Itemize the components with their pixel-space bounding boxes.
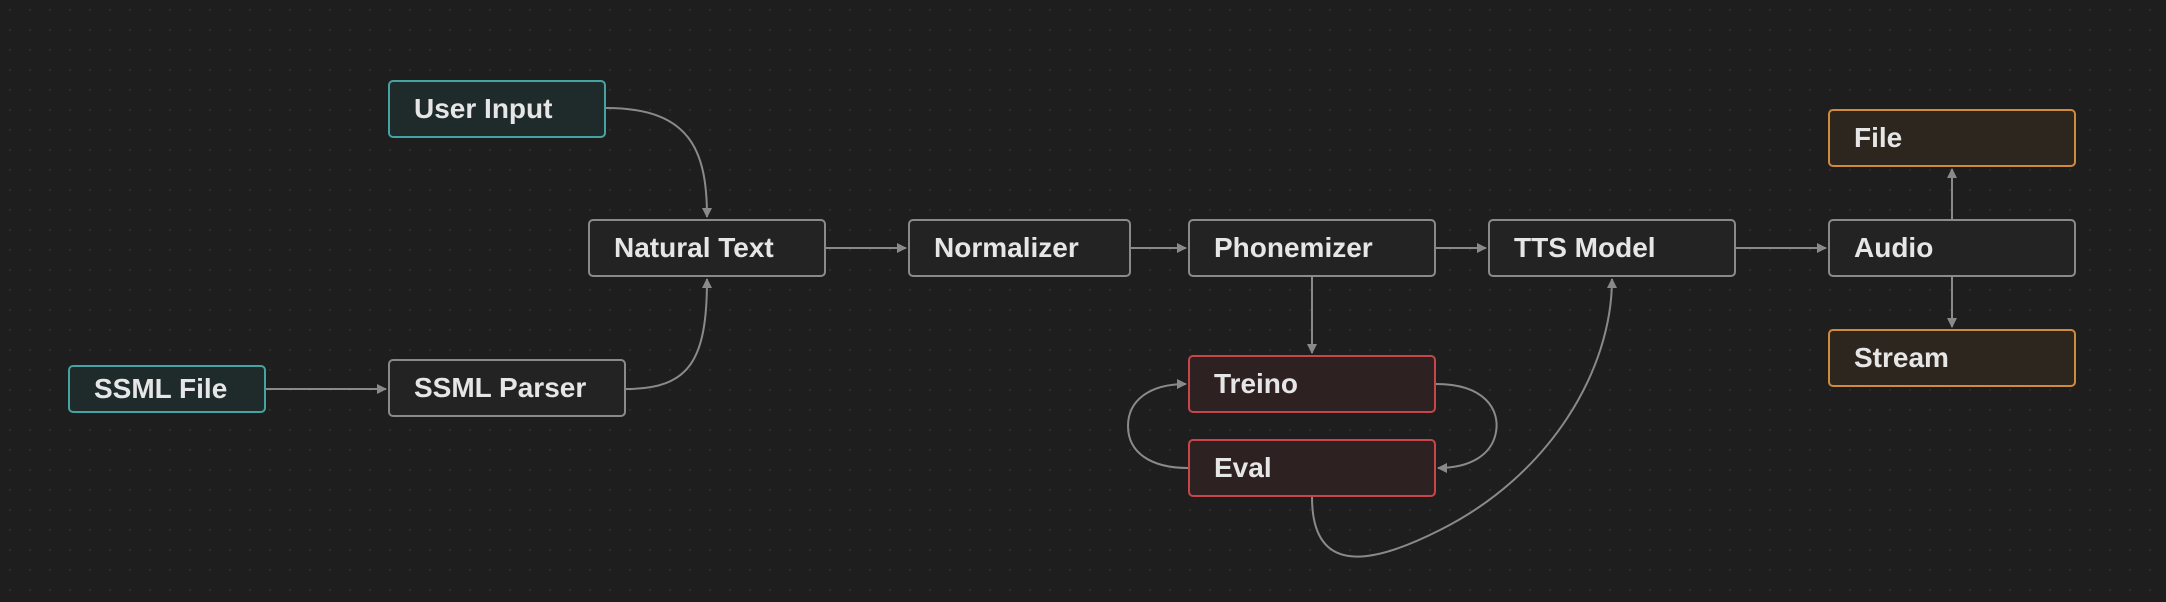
node-label: Stream [1854, 342, 1949, 373]
node-audio[interactable]: Audio [1828, 219, 2076, 277]
node-file[interactable]: File [1828, 109, 2076, 167]
node-phonemizer[interactable]: Phonemizer [1188, 219, 1436, 277]
node-ssml-parser[interactable]: SSML Parser [388, 359, 626, 417]
edge-eval-to-tts-model [1311, 278, 1617, 558]
node-label: File [1854, 122, 1903, 153]
edge-eval-to-treino [1126, 379, 1189, 469]
node-treino[interactable]: Treino [1188, 355, 1436, 413]
edge-ssml-parser-to-natural-text [625, 278, 712, 390]
node-label: Eval [1214, 452, 1272, 483]
node-label: SSML Parser [414, 372, 587, 403]
node-stream[interactable]: Stream [1828, 329, 2076, 387]
edge-user-input-to-natural-text [605, 107, 712, 218]
node-user-input[interactable]: User Input [388, 80, 606, 138]
node-label: Phonemizer [1214, 232, 1373, 263]
node-label: Normalizer [934, 232, 1079, 263]
node-label: Treino [1214, 368, 1299, 399]
node-label: User Input [414, 93, 553, 124]
node-label: Natural Text [614, 232, 774, 263]
node-normalizer[interactable]: Normalizer [908, 219, 1131, 277]
node-eval[interactable]: Eval [1188, 439, 1436, 497]
node-label: SSML File [94, 373, 228, 404]
node-label: Audio [1854, 232, 1934, 263]
edge-treino-to-eval [1435, 383, 1498, 473]
node-ssml-file[interactable]: SSML File [68, 365, 266, 413]
node-tts-model[interactable]: TTS Model [1488, 219, 1736, 277]
node-label: TTS Model [1514, 232, 1656, 263]
node-natural-text[interactable]: Natural Text [588, 219, 826, 277]
